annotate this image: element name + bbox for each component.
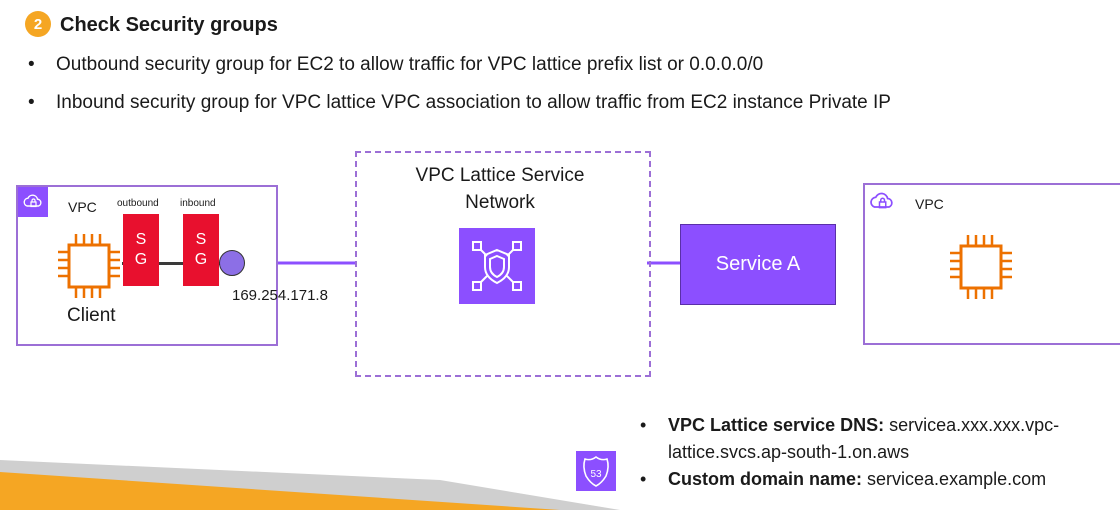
shield-network-icon <box>459 228 535 304</box>
service-a-label: Service A <box>715 253 801 275</box>
route53-shield-icon: 53 <box>576 451 616 491</box>
bullet-dot: • <box>28 92 35 113</box>
sg-letter: S <box>135 231 147 248</box>
service-vpc-label: VPC <box>915 196 944 212</box>
dns-info-item: • Custom domain name: servicea.example.c… <box>640 466 1059 493</box>
sg-letter: S <box>195 231 207 248</box>
vpc-association-endpoint <box>219 250 245 276</box>
bullet-text: Outbound security group for EC2 to allow… <box>56 54 764 75</box>
cloud-lock-icon <box>18 187 48 217</box>
cloud-lock-icon <box>865 185 899 219</box>
dns-info-list: • VPC Lattice service DNS: servicea.xxx.… <box>640 412 1059 493</box>
dns-info-value: servicea.example.com <box>862 469 1047 489</box>
service-a-box: Service A <box>680 224 836 305</box>
route53-number: 53 <box>590 469 602 480</box>
endpoint-ip-label: 169.254.171.8 <box>232 287 328 304</box>
service-network-title-line1: VPC Lattice Service <box>415 165 585 186</box>
security-group-outbound: S G <box>123 214 159 286</box>
sg-letter: G <box>134 251 148 268</box>
page-title: Check Security groups <box>60 14 278 36</box>
security-group-inbound: S G <box>183 214 219 286</box>
bullet-dot: • <box>640 469 647 489</box>
service-network-title-line2: Network <box>465 192 535 213</box>
sg-link-line <box>122 262 232 265</box>
dns-info-item: • VPC Lattice service DNS: servicea.xxx.… <box>640 412 1059 466</box>
bullet-dot: • <box>28 54 35 75</box>
outbound-label: outbound <box>117 198 159 209</box>
bullet-text: Inbound security group for VPC lattice V… <box>56 92 891 113</box>
dns-info-key: Custom domain name: <box>668 469 863 489</box>
service-vpc-box <box>863 183 1120 345</box>
client-label: Client <box>67 305 116 326</box>
service-network-box <box>355 151 651 377</box>
service-network-title: VPC Lattice Service Network <box>370 162 630 216</box>
bullet-inbound: • Inbound security group for VPC lattice … <box>28 92 891 114</box>
dns-info-key: VPC Lattice service DNS: <box>668 415 885 435</box>
bullet-dot: • <box>640 415 647 435</box>
ec2-chip-icon <box>58 234 120 298</box>
step-number-badge: 2 <box>25 11 51 37</box>
dns-info-value: servicea.xxx.xxx.vpc- <box>884 415 1060 435</box>
dns-info-value-cont: lattice.svcs.ap-south-1.on.aws <box>668 442 910 462</box>
decorative-band <box>0 460 620 510</box>
client-vpc-label: VPC <box>68 199 97 215</box>
sg-letter: G <box>194 251 208 268</box>
bullet-outbound: • Outbound security group for EC2 to allo… <box>28 54 763 76</box>
inbound-label: inbound <box>180 198 216 209</box>
ec2-chip-icon <box>950 235 1012 299</box>
